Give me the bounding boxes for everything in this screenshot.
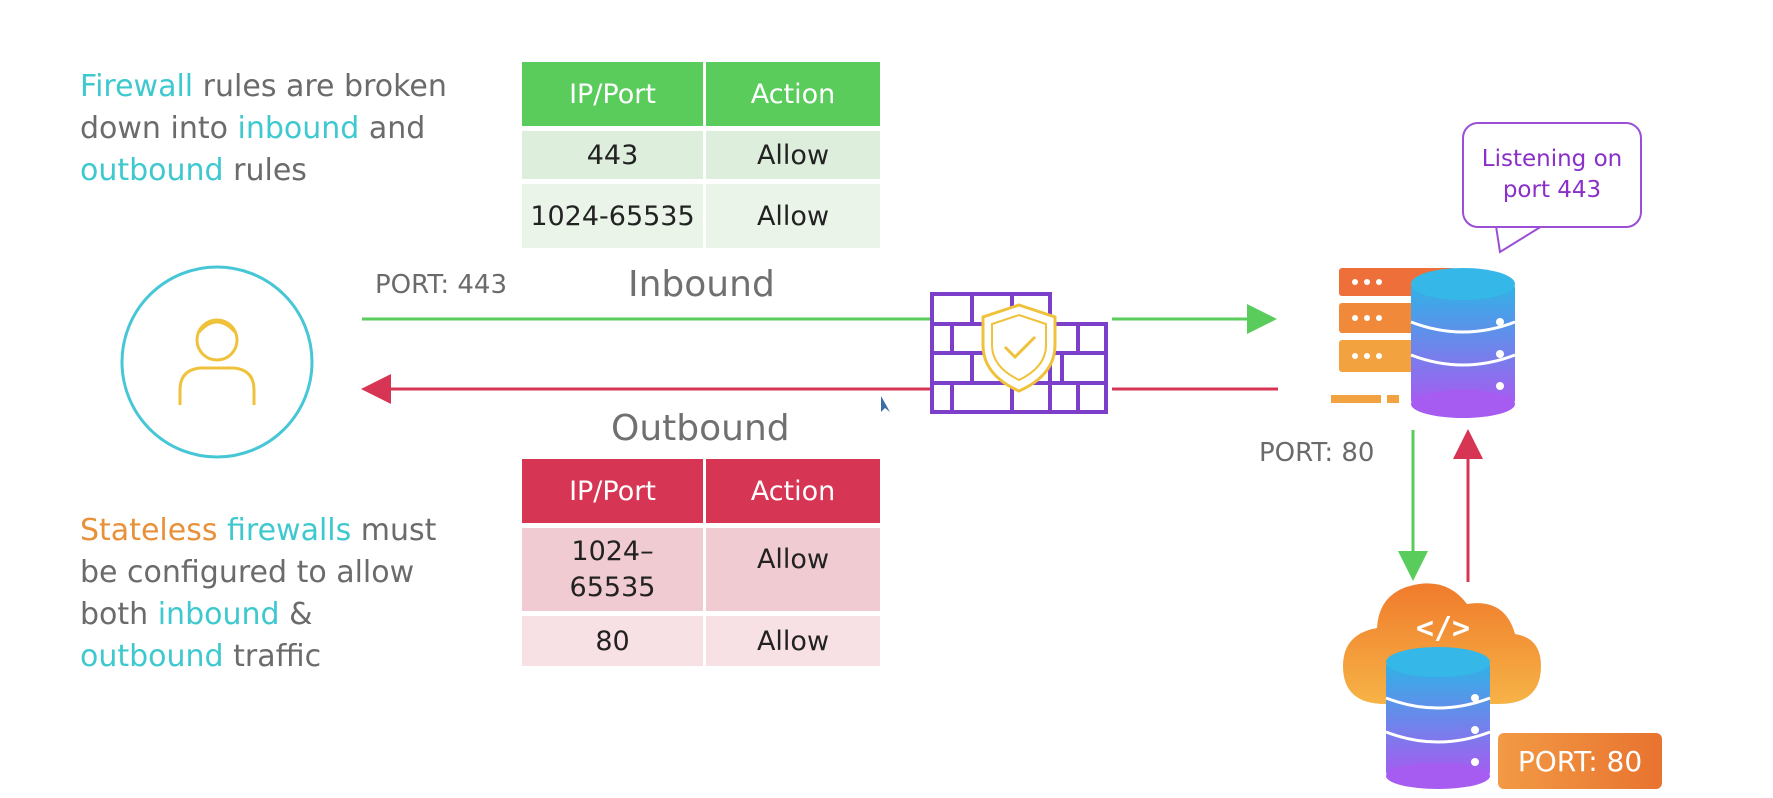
stateless-part: &: [279, 597, 313, 632]
intro-firewall-word: Firewall: [80, 69, 194, 104]
outbound-label: Outbound: [611, 408, 790, 449]
outbound-rules-table: IP/Port Action 1024– 65535 Allow 80 Allo…: [522, 459, 880, 671]
outbound-cell-port: 80: [522, 616, 703, 666]
intro-text: Firewall rules are broken down into inbo…: [80, 66, 520, 192]
inbound-cell-action: Allow: [706, 131, 880, 179]
stateless-text: Stateless firewalls must be configured t…: [80, 510, 480, 678]
inbound-rules-table: IP/Port Action 443 Allow 1024-65535 Allo…: [522, 62, 880, 253]
mouse-cursor-icon: [881, 396, 890, 412]
intro-outbound-word: outbound: [80, 153, 224, 188]
stateless-outbound-word: outbound: [80, 639, 224, 674]
inbound-cell-port: 443: [522, 131, 703, 179]
server-database-icon: [1331, 268, 1516, 418]
inbound-label: Inbound: [628, 264, 775, 305]
outbound-header-ipport: IP/Port: [522, 459, 703, 523]
inbound-header-action: Action: [706, 62, 880, 126]
stateless-word: Stateless: [80, 513, 218, 548]
inbound-header-ipport: IP/Port: [522, 62, 703, 126]
svg-text:</>: </>: [1416, 611, 1470, 646]
outbound-cell-port: 1024– 65535: [522, 528, 703, 611]
table-row: 80 Allow: [522, 616, 880, 666]
user-icon: [120, 265, 314, 459]
port-443-label: PORT: 443: [375, 270, 507, 300]
outbound-cell-action: Allow: [706, 616, 880, 666]
outbound-cell-action: Allow: [706, 528, 880, 611]
server-port-80-label: PORT: 80: [1259, 438, 1375, 468]
cloud-database-icon: </>: [1343, 583, 1541, 789]
table-row: 443 Allow: [522, 131, 880, 179]
table-row: 1024-65535 Allow: [522, 184, 880, 248]
intro-part: rules are broken down into: [80, 69, 447, 146]
intro-part: and: [359, 111, 426, 146]
outbound-header-action: Action: [706, 459, 880, 523]
stateless-firewalls-word: firewalls: [227, 513, 352, 548]
bubble-tail: [1495, 225, 1543, 254]
table-row: 1024– 65535 Allow: [522, 528, 880, 611]
listening-callout: Listening on port 443: [1462, 122, 1642, 228]
stateless-part: must be configured to allow both: [80, 513, 437, 632]
shield-icon: [981, 303, 1057, 393]
outbound-table-header: IP/Port Action: [522, 459, 880, 523]
inbound-cell-port: 1024-65535: [522, 184, 703, 248]
intro-part: rules: [223, 153, 307, 188]
port-80-badge: PORT: 80: [1498, 733, 1662, 789]
intro-inbound-word: inbound: [237, 111, 360, 146]
inbound-table-header: IP/Port Action: [522, 62, 880, 126]
inbound-cell-action: Allow: [706, 184, 880, 248]
stateless-inbound-word: inbound: [157, 597, 280, 632]
stateless-part: traffic: [223, 639, 322, 674]
